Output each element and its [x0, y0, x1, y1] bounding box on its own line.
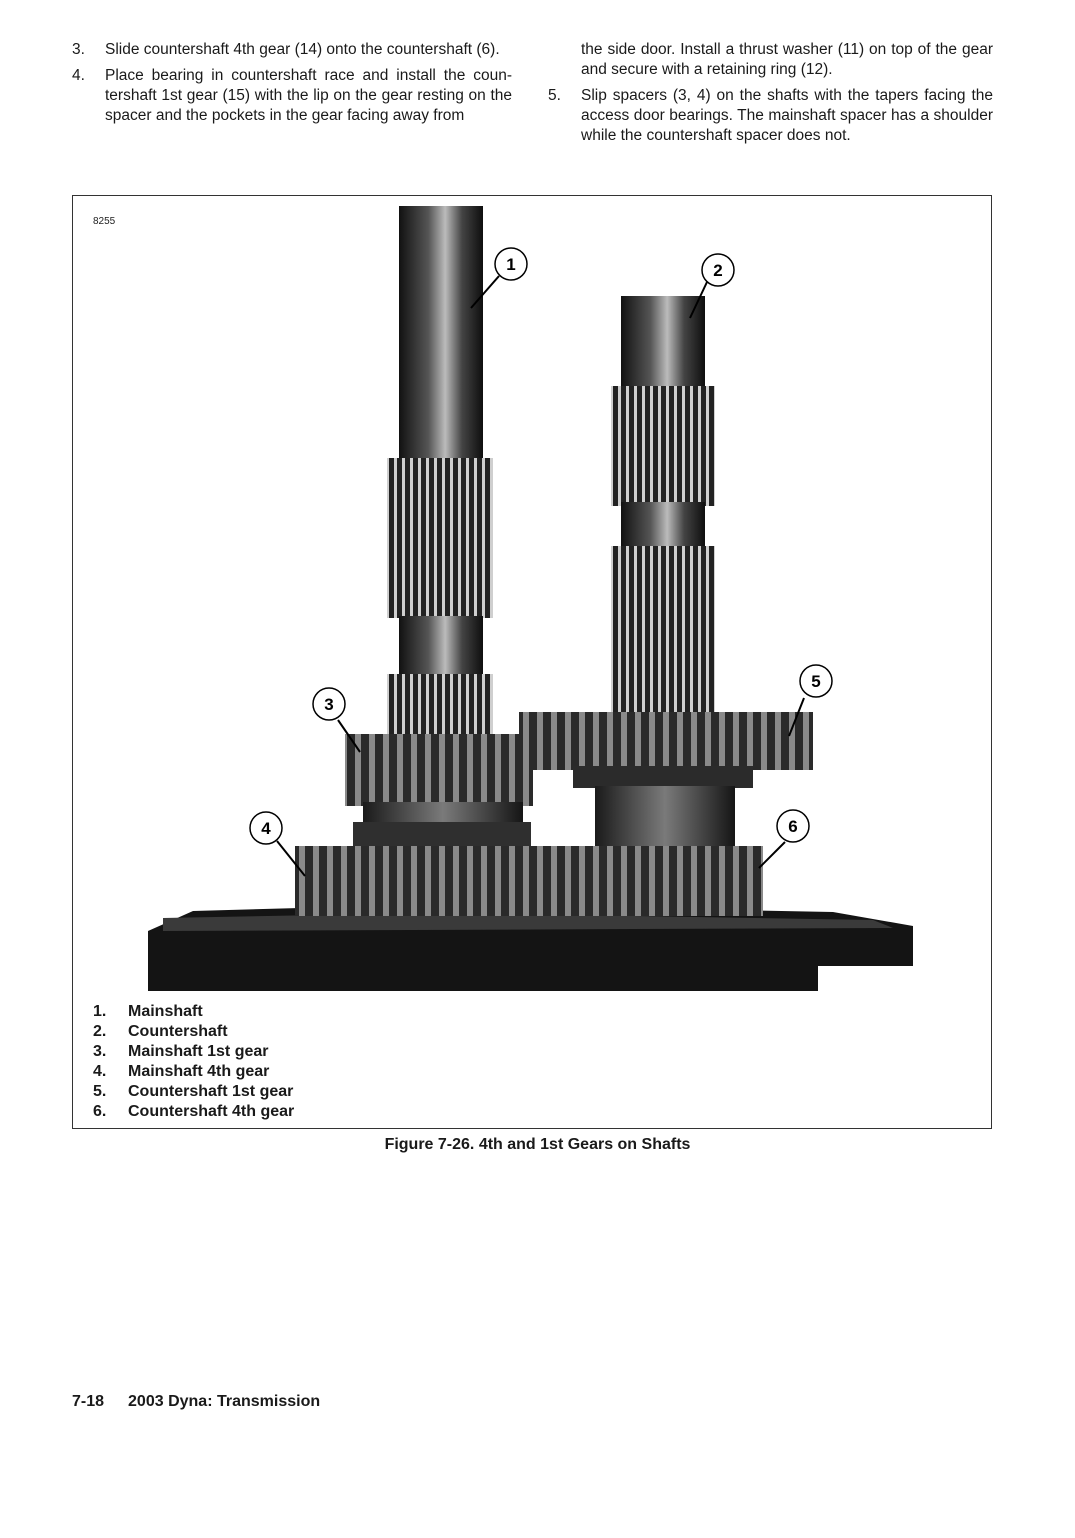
callout-4-label: 4 [261, 819, 271, 838]
step-number: 5. [548, 87, 561, 104]
figure-caption: Figure 7-26. 4th and 1st Gears on Shafts [384, 1136, 691, 1153]
step-3: 3. Slide countershaft 4th gear (14) onto… [72, 40, 512, 60]
legend-number: 5. [93, 1083, 107, 1100]
legend-item: 6. Countershaft 4th gear [93, 1102, 294, 1122]
callout-4 [249, 811, 283, 845]
legend-item: 2. Countershaft [93, 1022, 294, 1042]
legend-number: 6. [93, 1103, 107, 1120]
step-4: 4. Place bearing in countershaft race an… [72, 66, 512, 126]
gear-shafts-photo: 1 2 3 4 5 6 [148, 206, 913, 991]
callout-1-label: 1 [506, 255, 515, 274]
left-column: 3. Slide countershaft 4th gear (14) onto… [72, 40, 512, 132]
callout-1 [494, 247, 528, 281]
legend-item: 4. Mainshaft 4th gear [93, 1062, 294, 1082]
right-column: the side door. Install a thrust washer (… [548, 40, 993, 152]
callout-6-label: 6 [788, 817, 797, 836]
step-text: Slide countershaft 4th gear (14) onto th… [105, 41, 500, 58]
figure-frame: 8255 [72, 195, 992, 1129]
legend-number: 3. [93, 1043, 107, 1060]
callout-5 [799, 664, 833, 698]
step-5: 5. Slip spacers (3, 4) on the shafts wit… [548, 86, 993, 146]
step-number: 3. [72, 41, 85, 58]
page-footer: 7-18 2003 Dyna: Transmission [72, 1393, 320, 1411]
figure-legend: 1. Mainshaft 2. Countershaft 3. Mainshaft 1… [93, 1002, 294, 1122]
figure-id: 8255 [93, 216, 116, 227]
legend-item: 3. Mainshaft 1st gear [93, 1042, 294, 1062]
legend-number: 2. [93, 1023, 107, 1040]
legend-item: 1. Mainshaft [93, 1002, 294, 1022]
step-4-continuation: the side door. Install a thrust washer (… [581, 41, 993, 78]
legend-number: 1. [93, 1003, 107, 1020]
callout-3-label: 3 [324, 695, 333, 714]
legend-label: Countershaft 4th gear [128, 1103, 295, 1120]
legend-label: Countershaft [128, 1023, 228, 1040]
manual-section-title: 2003 Dyna: Transmission [128, 1393, 321, 1410]
step-text: Place bearing in countershaft race and i… [105, 67, 512, 124]
legend-label: Mainshaft [128, 1003, 203, 1020]
step-number: 4. [72, 67, 85, 84]
legend-number: 4. [93, 1063, 107, 1080]
callout-2 [701, 253, 735, 287]
callout-2-label: 2 [713, 261, 722, 280]
legend-item: 5. Countershaft 1st gear [93, 1082, 294, 1102]
callout-6 [776, 809, 810, 843]
legend-label: Mainshaft 4th gear [128, 1063, 270, 1080]
step-text: Slip spacers (3, 4) on the shafts with t… [581, 87, 993, 144]
callout-3 [312, 687, 346, 721]
legend-label: Mainshaft 1st gear [128, 1043, 269, 1060]
page-number: 7-18 [72, 1393, 105, 1410]
legend-label: Countershaft 1st gear [128, 1083, 294, 1100]
callout-5-label: 5 [811, 672, 820, 691]
